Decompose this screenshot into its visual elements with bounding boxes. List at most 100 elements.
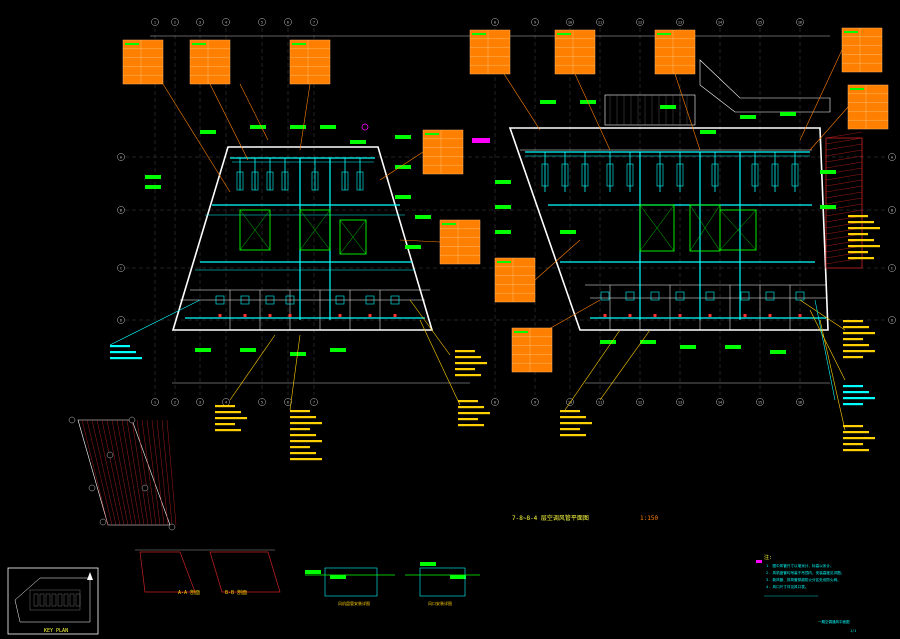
equipment-cross [239,209,271,251]
equipment-tag-table [289,39,331,85]
equipment-tag-table [189,39,231,85]
grid-bubble [284,398,292,406]
leader-line [599,329,651,401]
detail-label-left: 风机盘管安装详图 [338,600,370,606]
grid-bubble-label: 2 [174,400,176,404]
annotation-text [290,440,322,443]
note-line-2: 2. 风机盘管均吊装于吊顶内，安装高度见详图。 [766,570,844,575]
section-label-left: A-A 剖面 [178,589,200,596]
annotation-text [843,338,863,341]
hatch-line [166,419,177,526]
leader-line [409,299,451,356]
leader-line [819,319,846,431]
grid-bubble [171,18,179,26]
ahu-equipment [239,209,271,251]
keyplan-block [51,593,57,607]
grid-bubble-label: 8 [494,400,496,404]
annotation-text [215,429,241,432]
grid-bubble [310,18,318,26]
leader-line [534,239,581,281]
grid-bubble-label: C [120,266,122,270]
red-marker [798,314,802,317]
equipment-label [395,135,411,139]
annotation-text [290,458,322,461]
grid-bubble [888,153,896,161]
fan-coil-unit [771,163,779,187]
drawing-scale: 1:150 [640,515,658,522]
hatch-line [116,419,137,526]
annotation-text [458,424,484,427]
grid-bubble [222,18,230,26]
leader-line [239,83,269,141]
fan-coil-unit [656,163,664,187]
annotation-text [455,374,481,377]
leader-line [574,73,611,151]
grid-bubble [566,18,574,26]
fan-coil-unit [791,163,799,187]
grid-bubble-label: 13 [678,400,682,404]
tag-table-body [189,39,231,85]
annotation-text [843,391,869,394]
grid-bubble [888,316,896,324]
grid-bubble-label: D [120,318,122,322]
annotation-text [848,215,868,218]
tag-table-body [841,27,883,73]
fan-coil-unit [281,171,289,191]
hatch-line [126,419,145,526]
notes-title: 注: [764,554,772,561]
grid-bubble [636,18,644,26]
grid-bubble-label: 11 [598,400,602,404]
equipment-label [600,340,616,344]
equipment-label [640,340,656,344]
magenta-marker [361,123,369,131]
annotation-text [560,422,592,425]
equipment-label [740,115,756,119]
red-marker [628,314,632,317]
red-marker [368,314,372,317]
annotation-text [215,405,235,408]
air-diffuser [705,291,715,301]
tag-table-body [654,29,696,75]
equipment-cross [719,209,757,251]
equipment-label [200,130,216,134]
hatch-line [156,419,169,526]
air-diffuser [240,295,250,305]
grid-bubble-label: 4 [225,20,227,24]
hatch-line [825,179,863,187]
right-building-outline [508,127,829,331]
fan-coil-unit [251,171,259,191]
leader-line [209,83,249,161]
grid-bubble-label: 10 [568,20,572,24]
leader-line [809,106,849,151]
annotation-text [843,397,875,400]
equipment-label [350,140,366,144]
grid-bubble [141,484,149,492]
tag-table-id [850,88,864,90]
annotation-text [843,403,863,406]
air-diffuser [625,291,635,301]
grid-bubble [128,416,136,424]
grid-bubble [716,18,724,26]
hatch-line [825,131,863,139]
hatch-line [111,419,133,526]
details-and-keyplan [7,416,818,635]
grid-bubble [258,398,266,406]
grid-bubble [171,398,179,406]
equipment-label [320,125,336,129]
ahu-equipment [339,219,367,255]
equipment-label [240,348,256,352]
equipment-tag-table [847,84,889,130]
grid-bubble-label: 7 [313,400,315,404]
grid-bubble-label: 7 [313,20,315,24]
grid-bubble [756,398,764,406]
keyplan-block [45,593,51,607]
grid-bubble [196,18,204,26]
grid-bubble [168,523,176,531]
red-marker [603,314,607,317]
leader-line [379,151,424,181]
tag-table-body [494,257,536,303]
annotation-text [848,239,874,242]
equipment-label [330,575,346,579]
equipment-label [290,352,306,356]
air-diffuser [765,291,775,301]
